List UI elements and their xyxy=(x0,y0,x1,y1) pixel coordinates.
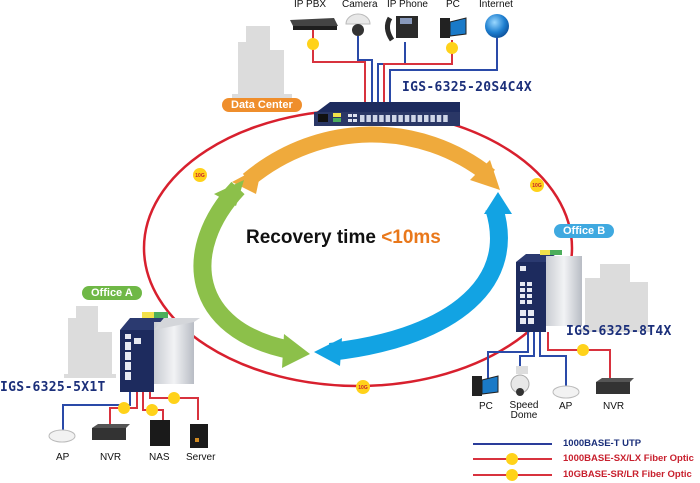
device-label-speed-dome: Speed Dome xyxy=(509,400,539,421)
office-b-badge: Office B xyxy=(554,224,615,238)
device-label-nvr-a: NVR xyxy=(100,452,122,463)
recovery-arrows xyxy=(193,126,512,368)
sfp-port xyxy=(411,115,416,122)
nas-icon xyxy=(150,420,170,446)
sfp-port xyxy=(424,115,429,122)
office-a-switch xyxy=(120,312,200,392)
green-arrow-head-bottom xyxy=(282,334,310,368)
server-icon xyxy=(190,424,208,448)
office-a-building-icon xyxy=(64,306,116,378)
recovery-time-prefix: Recovery time xyxy=(246,227,376,248)
speed-dome-icon xyxy=(510,366,530,396)
data-center-badge: Data Center xyxy=(222,98,302,112)
device-label-pc: PC xyxy=(446,0,460,10)
legend-1g-fiber: 1000BASE-SX/LX Fiber Optic xyxy=(563,453,694,464)
sfp-port xyxy=(385,115,391,122)
nvr-icon-a xyxy=(92,424,130,440)
legend-10g-fiber: 10GBASE-SR/LR Fiber Optic xyxy=(563,469,692,480)
orange-arrow-head-right xyxy=(470,160,500,190)
sfp-port xyxy=(360,115,365,122)
ring-badge-3: 10G xyxy=(358,385,368,391)
blue-arrow-head-top xyxy=(484,192,512,214)
sfp-port xyxy=(404,115,410,122)
office-b-model: IGS-6325-8T4X xyxy=(566,324,672,339)
device-label-nvr-b: NVR xyxy=(603,401,625,412)
ap-icon-b xyxy=(552,385,580,399)
top-fiber-badges xyxy=(307,38,458,54)
blue-arrow-head-bottom xyxy=(314,338,342,366)
orange-arrow-head-left xyxy=(232,166,262,194)
device-label-ip-pbx: IP PBX xyxy=(294,0,327,10)
data-center-switch xyxy=(314,102,460,126)
device-label-ip-phone: IP Phone xyxy=(387,0,428,10)
sfp-port xyxy=(443,115,448,122)
device-label-pc-b: PC xyxy=(479,401,493,412)
sfp-port xyxy=(366,115,371,122)
sfp-port xyxy=(392,115,397,122)
device-label-ap-a: AP xyxy=(56,452,70,463)
blue-arrow xyxy=(329,205,508,361)
sfp-port xyxy=(436,115,442,122)
recovery-time-title: Recovery time <10ms xyxy=(246,227,441,249)
device-label-camera: Camera xyxy=(342,0,378,10)
device-label-server: Server xyxy=(186,452,216,463)
internet-globe-icon xyxy=(485,14,509,38)
ring-badge-1: 10G xyxy=(195,173,205,179)
data-center-model: IGS-6325-20S4C4X xyxy=(402,80,533,95)
sfp-port xyxy=(430,115,435,122)
ring-badge-2: 10G xyxy=(532,183,542,189)
recovery-time-value: <10ms xyxy=(381,227,441,248)
legend-lines xyxy=(473,443,552,481)
green-arrow xyxy=(193,181,292,359)
ip-phone-icon xyxy=(384,16,418,42)
device-label-internet: Internet xyxy=(479,0,513,10)
ap-icon-a xyxy=(48,429,76,443)
device-label-ap-b: AP xyxy=(559,401,573,412)
pc-icon xyxy=(440,17,467,38)
sfp-port xyxy=(379,115,384,122)
office-b-links xyxy=(487,332,611,386)
camera-icon xyxy=(345,13,371,36)
orange-arrow xyxy=(242,126,495,187)
sfp-port xyxy=(398,115,403,122)
office-a-badges xyxy=(118,392,180,416)
ring-badges xyxy=(193,168,544,394)
office-a-badge: Office A xyxy=(82,286,142,300)
office-b-switch xyxy=(516,250,582,332)
legend-utp: 1000BASE-T UTP xyxy=(563,438,642,449)
pc-icon-b xyxy=(472,375,499,396)
data-center-building-icon xyxy=(232,26,292,98)
sfp-port xyxy=(372,115,378,122)
nvr-icon-b xyxy=(596,378,634,394)
office-b-building-icon xyxy=(580,264,652,332)
ip-pbx-icon xyxy=(290,18,338,30)
green-arrow-head-top xyxy=(214,180,244,206)
sfp-port xyxy=(417,115,423,122)
device-label-nas: NAS xyxy=(149,452,170,463)
office-b-badges xyxy=(577,344,589,356)
office-a-model: IGS-6325-5X1T xyxy=(0,380,106,395)
